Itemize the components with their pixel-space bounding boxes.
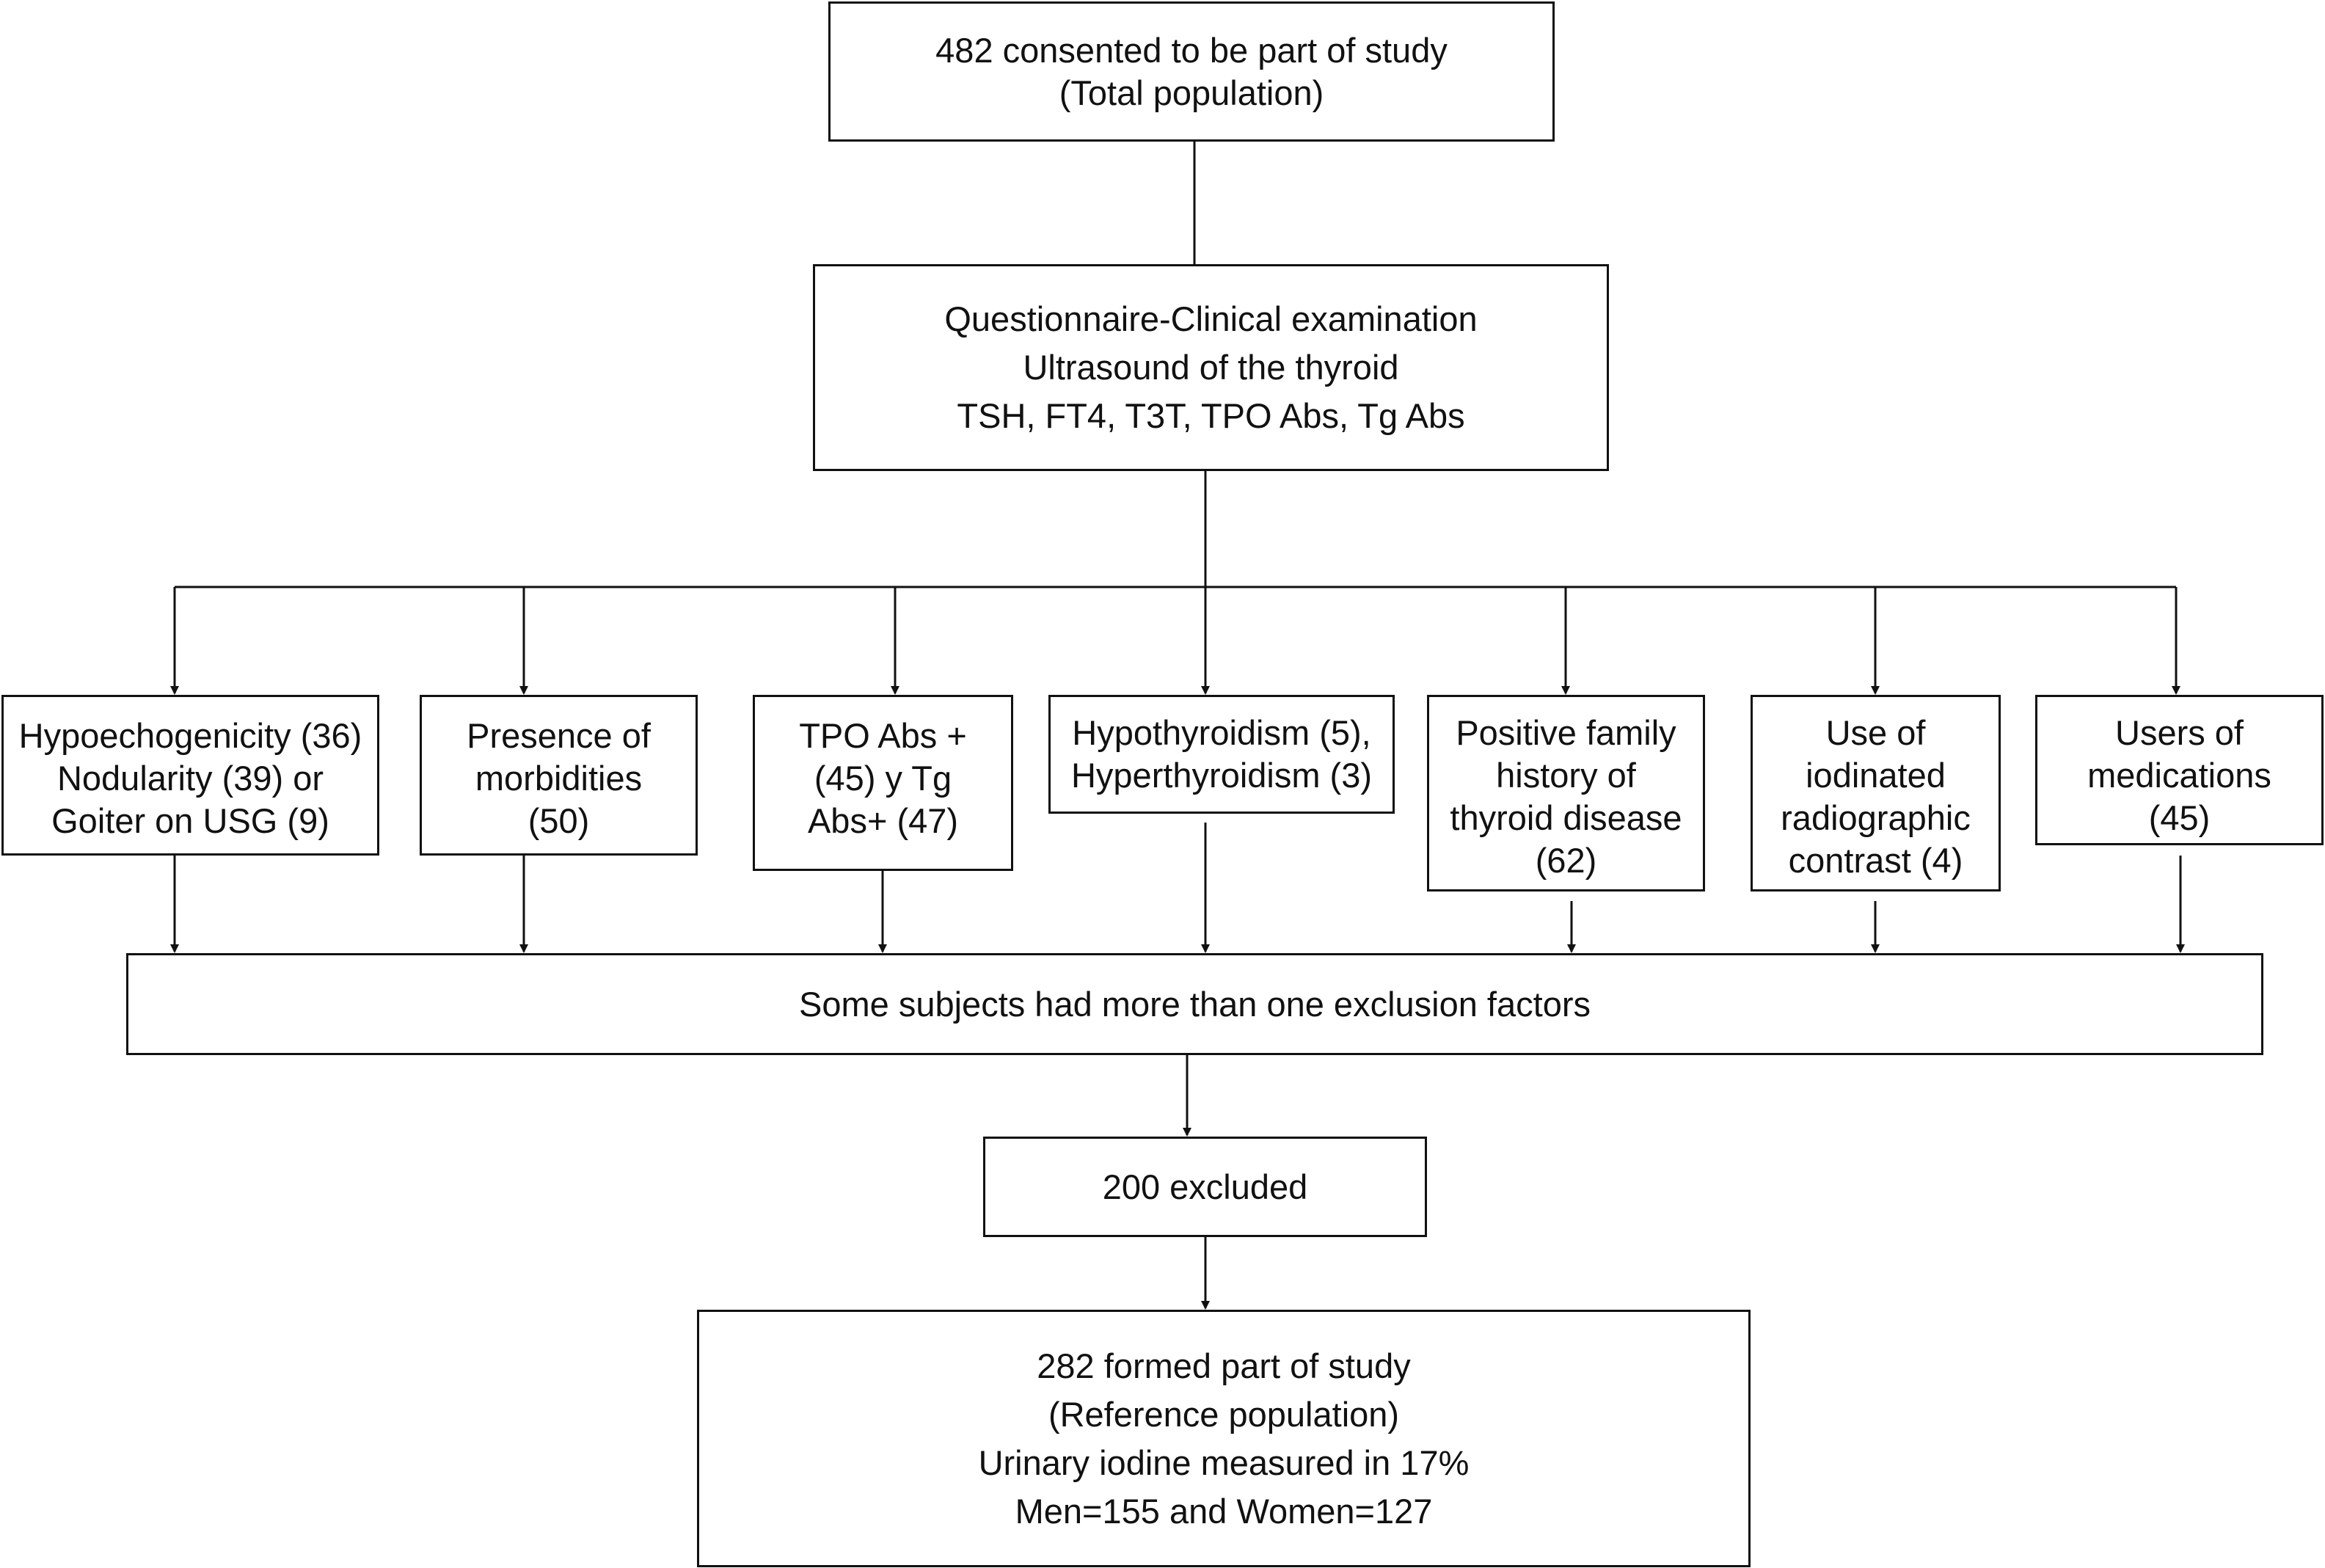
node-text-line: Nodularity (39) or: [56, 759, 324, 798]
node-text-line: (Total population): [1059, 73, 1324, 112]
node-total-population: 482 consented to be part of study (Total…: [828, 1, 1555, 142]
node-text-line: Goiter on USG (9): [51, 801, 329, 840]
node-text-line: Hyperthyroidism (3): [1070, 756, 1373, 795]
node-criterion-ultrasound: Hypoechogenicity (36) Nodularity (39) or…: [1, 695, 379, 856]
node-text-line: Hypothyroidism (5),: [1072, 713, 1371, 752]
node-text-line: 482 consented to be part of study: [935, 30, 1448, 70]
node-text-line: Use of: [1825, 713, 1926, 752]
node-criterion-contrast: Use of iodinated radiographic contrast (…: [1751, 695, 2001, 891]
node-reference-population: 282 formed part of study (Reference popu…: [697, 1310, 1751, 1567]
node-criterion-family-history: Positive family history of thyroid disea…: [1427, 695, 1705, 891]
node-text-line: Presence of: [467, 716, 651, 755]
node-text-line: Abs+ (47): [807, 801, 959, 840]
node-excluded: 200 excluded: [983, 1137, 1427, 1237]
node-text-line: 200 excluded: [1102, 1167, 1308, 1206]
node-screening: Questionnaire-Clinical examination Ultra…: [813, 264, 1609, 471]
node-text-line: Men=155 and Women=127: [1015, 1491, 1433, 1531]
node-text-line: (50): [528, 801, 590, 840]
node-text-line: Ultrasound of the thyroid: [1023, 348, 1399, 387]
node-text-line: radiographic: [1781, 798, 1971, 837]
node-text-line: 282 formed part of study: [1037, 1346, 1411, 1385]
node-text-line: medications: [2087, 756, 2271, 795]
node-text-line: (Reference population): [1048, 1394, 1400, 1434]
node-text-line: Users of: [2115, 713, 2244, 752]
node-criterion-morbidities: Presence of morbidities (50): [420, 695, 698, 856]
node-criterion-antibodies: TPO Abs + (45) y Tg Abs+ (47): [753, 695, 1013, 871]
node-text-line: contrast (4): [1788, 841, 1963, 880]
node-text-line: (62): [1535, 841, 1597, 880]
node-text-line: (45): [2148, 798, 2211, 837]
node-combined-exclusion: Some subjects had more than one exclusio…: [126, 953, 2263, 1055]
node-text-line: Urinary iodine measured in 17%: [978, 1443, 1470, 1482]
node-text-line: TPO Abs +: [799, 716, 967, 755]
node-text-line: TSH, FT4, T3T, TPO Abs, Tg Abs: [957, 396, 1465, 435]
node-text-line: iodinated: [1806, 756, 1946, 795]
node-text-line: Questionnaire-Clinical examination: [944, 299, 1478, 338]
node-text-line: (45) y Tg: [814, 759, 952, 798]
node-criterion-thyroid-function: Hypothyroidism (5), Hyperthyroidism (3): [1048, 695, 1395, 814]
node-text-line: Hypoechogenicity (36): [18, 716, 362, 755]
node-criterion-medications: Users of medications (45): [2035, 695, 2324, 845]
node-text-line: Positive family: [1456, 713, 1676, 752]
node-text-line: Some subjects had more than one exclusio…: [799, 984, 1591, 1024]
node-text-line: thyroid disease: [1450, 798, 1682, 837]
node-text-line: history of: [1496, 756, 1636, 795]
node-text-line: morbidities: [475, 759, 643, 798]
